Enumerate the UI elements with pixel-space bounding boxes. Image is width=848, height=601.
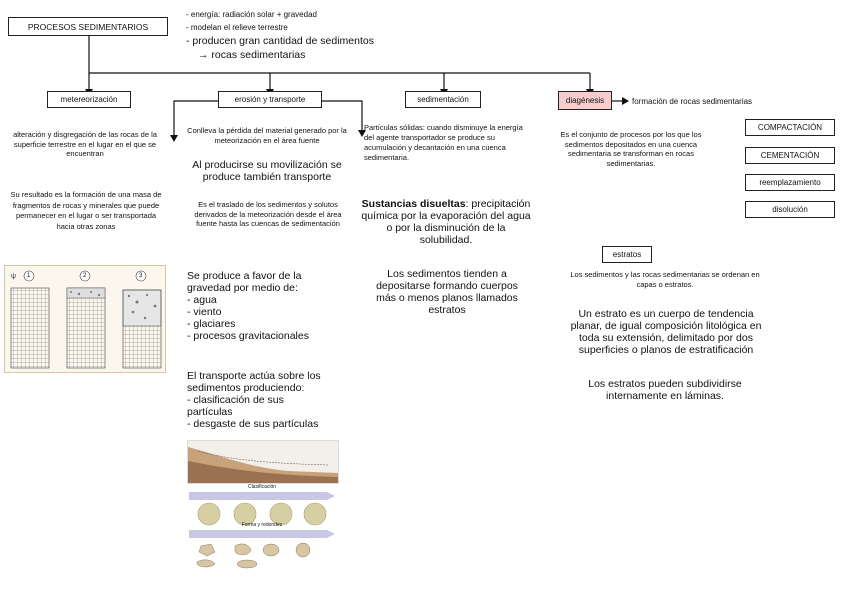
erosion-label: erosión y transporte xyxy=(235,95,306,104)
erosion-p4-line: gravedad por medio de: xyxy=(187,282,352,294)
erosion-p4-line: Se produce a favor de la xyxy=(187,270,352,282)
panel-num-1: 1 xyxy=(27,272,30,280)
proceso-label: CEMENTACIÓN xyxy=(761,151,820,160)
estratos-p3: Los estratos pueden subdividirse interna… xyxy=(580,378,750,402)
erosion-p3: Es el traslado de los sedimentos y solut… xyxy=(186,200,350,229)
estratos-box: estratos xyxy=(602,246,652,263)
diag-box: diagénesis xyxy=(558,91,612,110)
erosion-p5-line: sedimentos produciendo: xyxy=(187,382,352,394)
meteo-label: metereorización xyxy=(61,95,118,104)
clasificacion-label: Clasificación xyxy=(187,484,337,490)
estratos-label: estratos xyxy=(613,250,641,259)
transport-profile-graphic xyxy=(188,441,338,483)
sedim-p2: Sustancias disueltas: precipitación quím… xyxy=(360,198,532,246)
meteo-p2: Su resultado es la formación de una masa… xyxy=(8,190,164,232)
erosion-p4-line: - agua xyxy=(187,294,352,306)
note-rocas: → rocas sedimentarias xyxy=(198,49,305,61)
erosion-p1: Conlleva la pérdida del material generad… xyxy=(185,126,349,145)
transport-profile-figure xyxy=(187,440,339,484)
diag-p1: Es el conjunto de procesos por los que l… xyxy=(546,130,716,168)
panel-num-2: 2 xyxy=(83,272,86,280)
erosion-p2: Al producirse su movilización se produce… xyxy=(183,159,351,183)
meteo-figure-graphic: ψ xyxy=(5,266,165,372)
proceso-compactacion: COMPACTACIÓN xyxy=(745,119,835,136)
panel-num-3: 3 xyxy=(139,272,142,280)
erosion-p5: El transporte actúa sobre los sedimentos… xyxy=(187,370,352,430)
proceso-cementacion: CEMENTACIÓN xyxy=(745,147,835,164)
proceso-label: disolución xyxy=(772,205,808,214)
meteo-box: metereorización xyxy=(47,91,131,108)
erosion-p4-line: - viento xyxy=(187,306,352,318)
title-label: PROCESOS SEDIMENTARIOS xyxy=(28,22,148,32)
title-box: PROCESOS SEDIMENTARIOS xyxy=(8,17,168,36)
meteo-figure: ψ 1 2 3 xyxy=(4,265,166,373)
erosion-p5-line: - clasificación de sus xyxy=(187,394,352,406)
sedim-p1: Partículas sólidas: cuando disminuye la … xyxy=(364,123,526,163)
erosion-p5-line: - desgaste de sus partículas xyxy=(187,418,352,430)
erosion-p5-line: partículas xyxy=(187,406,352,418)
proceso-reemplazamiento: reemplazamiento xyxy=(745,174,835,191)
svg-text:ψ: ψ xyxy=(11,273,16,280)
erosion-p4-line: - glaciares xyxy=(187,318,352,330)
erosion-p4: Se produce a favor de la gravedad por me… xyxy=(187,270,352,342)
sedim-label: sedimentación xyxy=(417,95,469,104)
proceso-disolucion: disolución xyxy=(745,201,835,218)
diag-label: diagénesis xyxy=(566,96,604,105)
proceso-label: COMPACTACIÓN xyxy=(758,123,822,132)
proceso-label: reemplazamiento xyxy=(759,178,820,187)
meteo-p1: alteración y disgregación de las rocas d… xyxy=(10,130,160,159)
estratos-p1: Los sedimentos y las rocas sedimentarias… xyxy=(566,270,764,289)
note-modelan: - modelan el relieve terrestre xyxy=(186,23,288,33)
erosion-p4-line: - procesos gravitacionales xyxy=(187,330,352,342)
note-producen: - producen gran cantidad de sedimentos xyxy=(186,35,374,47)
diag-arrow-label: formación de rocas sedimentarias xyxy=(632,97,752,107)
estratos-p2: Un estrato es un cuerpo de tendencia pla… xyxy=(568,308,764,356)
erosion-p5-line: El transporte actúa sobre los xyxy=(187,370,352,382)
sedim-box: sedimentación xyxy=(405,91,481,108)
erosion-box: erosión y transporte xyxy=(218,91,322,108)
note-energia: - energía: radiación solar + gravedad xyxy=(186,10,317,20)
clasificacion-figure: Clasificación Forma y redondez xyxy=(187,484,337,570)
sedim-p2-title: Sustancias disueltas xyxy=(362,198,466,210)
forma-label: Forma y redondez xyxy=(187,522,337,528)
sedim-p3: Los sedimentos tienden a depositarse for… xyxy=(372,268,522,316)
